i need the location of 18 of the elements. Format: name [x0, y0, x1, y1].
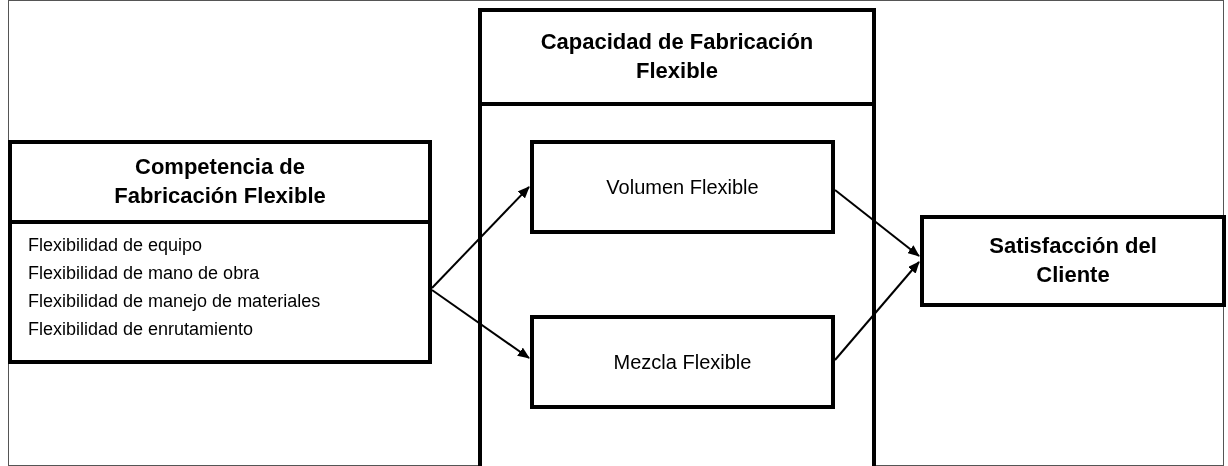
process-box: [530, 315, 835, 409]
list-item: Flexibilidad de equipo: [28, 234, 204, 257]
process-box: [8, 140, 432, 364]
box-label: Volumen Flexible: [606, 175, 759, 199]
arrow: [431, 289, 530, 359]
arrow: [834, 189, 920, 257]
box-label: Mezcla Flexible: [613, 350, 752, 374]
process-box: [920, 215, 1226, 307]
arrow: [431, 186, 530, 289]
list-item: Flexibilidad de mano de obra: [28, 262, 261, 285]
box-heading: Competencia de Fabricación Flexible: [113, 153, 327, 210]
list-item: Flexibilidad de enrutamiento: [28, 318, 255, 341]
box-heading: Capacidad de Fabricación Flexible: [539, 28, 815, 85]
box-label: Satisfacción del Cliente: [988, 232, 1158, 289]
process-box: [530, 140, 835, 234]
section-box: [478, 8, 876, 466]
arrow: [834, 261, 920, 361]
list-item: Flexibilidad de manejo de materiales: [28, 290, 322, 313]
